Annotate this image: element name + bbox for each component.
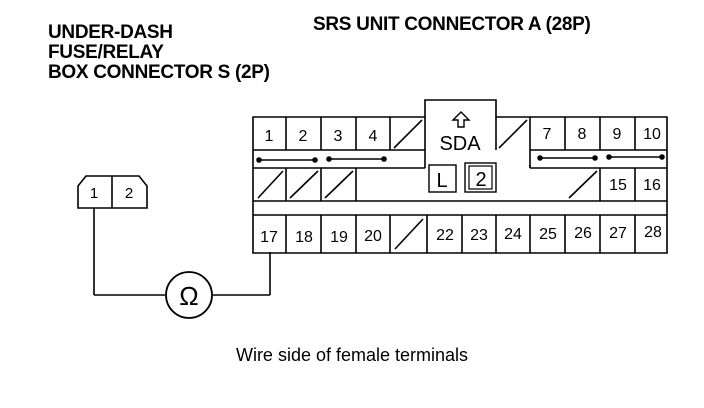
srs-pin-labels: 1 2 3 4 7 8 9 10 15 16 17 18 19 20 22 23… bbox=[260, 126, 662, 246]
srs-pin-23: 23 bbox=[470, 227, 488, 244]
srs-pin-18: 18 bbox=[295, 229, 313, 246]
srs-pin-19: 19 bbox=[330, 229, 348, 246]
box-connector-s: 1 2 bbox=[77, 175, 148, 209]
srs-pin-26: 26 bbox=[574, 225, 592, 242]
fuse-box-connector-title: UNDER-DASH FUSE/RELAY BOX CONNECTOR S (2… bbox=[48, 22, 270, 84]
shorting-bar-left bbox=[256, 156, 387, 163]
srs-pin-17: 17 bbox=[260, 229, 278, 246]
srs-connector-title: SRS UNIT CONNECTOR A (28P) bbox=[313, 14, 591, 35]
srs-pin-3: 3 bbox=[334, 128, 343, 145]
srs-pin-24: 24 bbox=[504, 226, 522, 243]
shorting-bar-right bbox=[537, 154, 665, 161]
srs-pin-10: 10 bbox=[643, 126, 661, 143]
diagram-caption: Wire side of female terminals bbox=[235, 345, 469, 365]
srs-pin-9: 9 bbox=[613, 126, 622, 143]
srs-pin-16: 16 bbox=[643, 177, 661, 194]
title-line-2: FUSE/RELAY bbox=[48, 42, 164, 63]
srs-pin-7: 7 bbox=[543, 126, 552, 143]
box-connector-pin-2: 2 bbox=[125, 185, 133, 202]
srs-pin-28: 28 bbox=[644, 224, 662, 241]
title-line-1: UNDER-DASH bbox=[48, 22, 173, 43]
srs-pin-4: 4 bbox=[369, 128, 378, 145]
srs-pin-27: 27 bbox=[609, 225, 627, 242]
up-arrow-icon bbox=[451, 111, 471, 128]
lock-number: 2 bbox=[475, 169, 486, 191]
box-connector-pin-1: 1 bbox=[90, 185, 98, 202]
srs-pin-1: 1 bbox=[265, 128, 274, 145]
srs-pin-20: 20 bbox=[364, 228, 382, 245]
test-lead-wires bbox=[93, 208, 271, 296]
srs-pin-15: 15 bbox=[609, 177, 627, 194]
srs-pin-22: 22 bbox=[436, 227, 454, 244]
srs-pin-2: 2 bbox=[299, 128, 308, 145]
title-line-3: BOX CONNECTOR S (2P) bbox=[48, 62, 270, 83]
srs-connector-a: SDA bbox=[252, 99, 668, 254]
ohm-symbol: Ω bbox=[179, 281, 198, 311]
srs-pin-8: 8 bbox=[578, 126, 587, 143]
srs-tab-label: SDA bbox=[439, 133, 481, 155]
ohmmeter: Ω bbox=[165, 271, 213, 319]
srs-pin-25: 25 bbox=[539, 226, 557, 243]
lock-symbol: L bbox=[436, 170, 447, 192]
